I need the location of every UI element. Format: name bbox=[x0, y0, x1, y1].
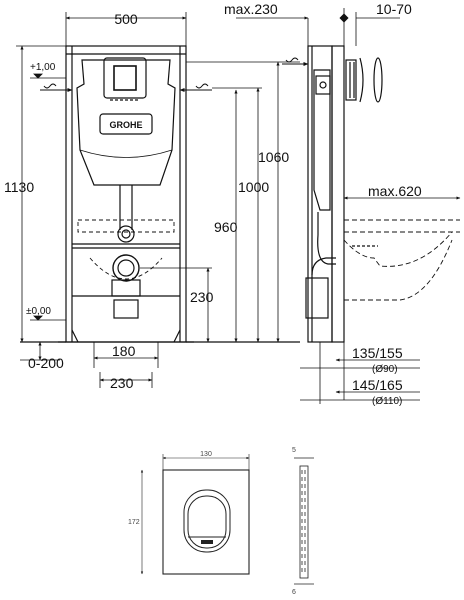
dim-depth-range: 10-70 bbox=[376, 1, 412, 17]
actuator-housing bbox=[103, 57, 147, 99]
plate-width: 130 bbox=[200, 451, 212, 458]
brand-logo: GROHE bbox=[109, 120, 142, 130]
brand-plate bbox=[99, 113, 153, 135]
plate-thickness-bottom: 6 bbox=[292, 589, 296, 596]
wall bbox=[331, 45, 345, 343]
dim-h1060: 1060 bbox=[258, 149, 289, 165]
dim-level-floor: ±0,00 bbox=[26, 306, 51, 317]
dim-total-height: 1130 bbox=[4, 179, 34, 195]
dim-offset-range: 0-200 bbox=[28, 355, 64, 371]
flush-button bbox=[183, 489, 231, 553]
water-inlet-right bbox=[179, 83, 212, 92]
dim-level-top: +1,00 bbox=[30, 62, 56, 73]
actuator-plate-side bbox=[294, 457, 314, 585]
plate-thickness-top: 5 bbox=[292, 447, 296, 454]
dim-width-180: 180 bbox=[112, 343, 136, 359]
actuator-plate-front bbox=[140, 454, 250, 575]
dim-width-230: 230 bbox=[110, 375, 134, 391]
dim-frame-width: 500 bbox=[114, 11, 138, 27]
dim-pipe-small-dia: (Ø90) bbox=[372, 364, 398, 375]
dim-h1000: 1000 bbox=[238, 179, 269, 195]
cistern bbox=[76, 59, 176, 186]
dim-depth-max: max.230 bbox=[224, 1, 278, 17]
dim-pipe-large: 145/165 bbox=[352, 377, 403, 393]
side-bowl bbox=[343, 219, 460, 301]
front-view bbox=[58, 45, 194, 343]
bowl-outline bbox=[77, 219, 175, 233]
dim-bowl-max: max.620 bbox=[368, 183, 422, 199]
dim-h960: 960 bbox=[214, 219, 238, 235]
dim-pipe-large-dia: (Ø110) bbox=[372, 396, 402, 407]
water-inlet-left bbox=[40, 83, 73, 92]
plate-height: 172 bbox=[128, 519, 140, 526]
dim-h230: 230 bbox=[190, 289, 214, 305]
dim-pipe-small: 135/155 bbox=[352, 345, 403, 361]
water-inlet-side bbox=[282, 57, 309, 66]
